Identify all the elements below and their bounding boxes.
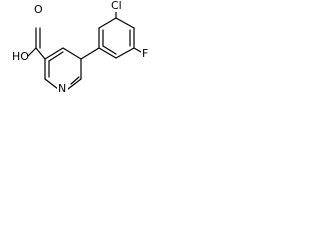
bond: [102, 45, 117, 55]
carboxylic-acid-group: [26, 27, 46, 60]
carbonyl-oxygen-label: O: [34, 3, 43, 16]
fluorine-bond: [133, 47, 142, 53]
hydroxyl-label: HO: [12, 50, 29, 63]
bond: [62, 47, 82, 60]
bond: [98, 17, 117, 29]
bond: [35, 47, 46, 60]
bond: [26, 47, 37, 58]
bond: [67, 78, 82, 90]
bond: [98, 47, 117, 59]
ring-link-bond: [80, 47, 100, 60]
chlorine-label: Cl: [111, 0, 122, 12]
molecule-structure: HO O N Cl F: [11, 0, 150, 96]
ring-nitrogen-label: N: [58, 82, 66, 95]
phenyl-ring: [98, 17, 135, 59]
bond: [48, 51, 64, 62]
bond: [70, 76, 80, 85]
bond: [44, 47, 64, 60]
bond: [44, 78, 59, 90]
fluorine-label: F: [142, 47, 148, 60]
bond: [115, 47, 135, 59]
pyridine-ring: [44, 47, 82, 90]
bond: [115, 17, 135, 29]
